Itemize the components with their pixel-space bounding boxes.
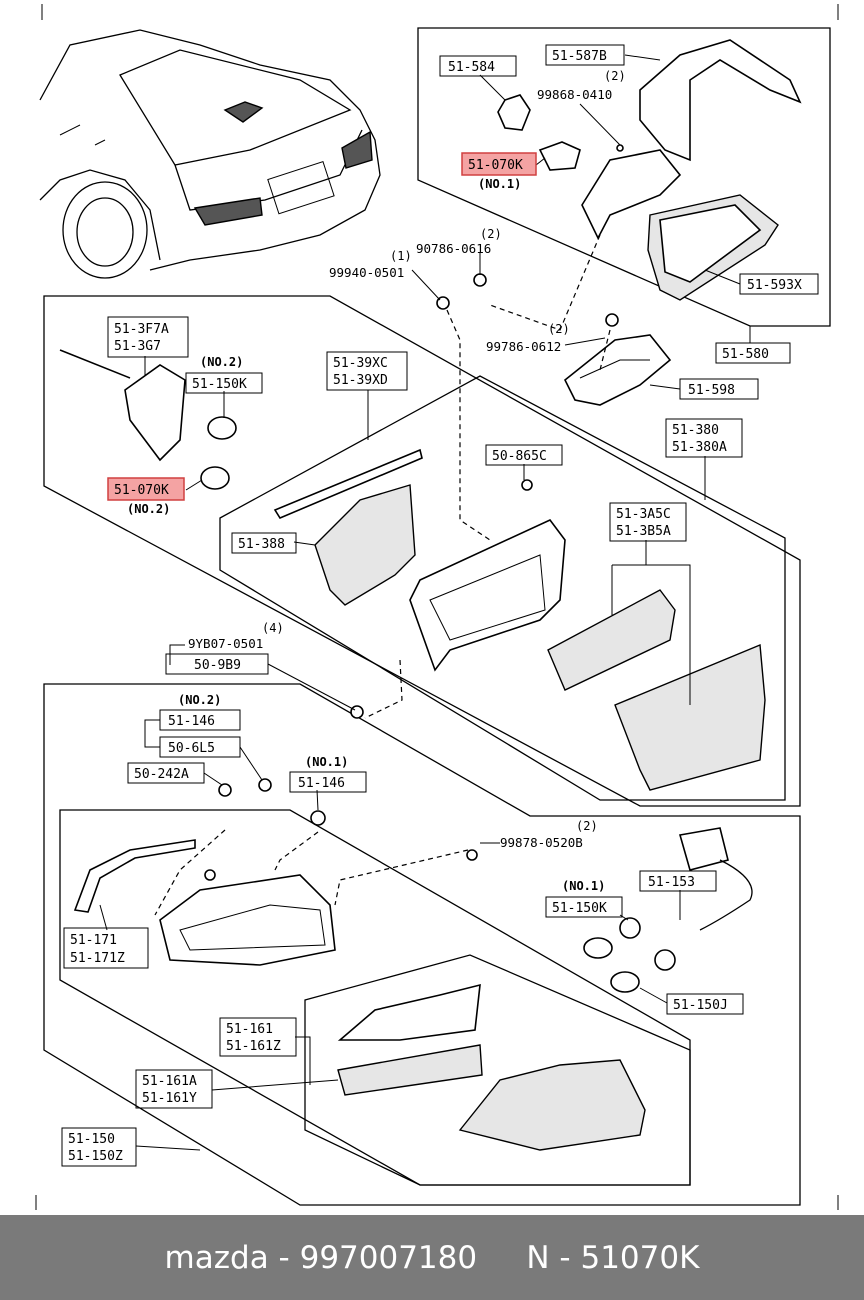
connector-51-153: [678, 827, 729, 871]
bulb-51-070K: [538, 141, 581, 171]
label-51-150K: 51-150K: [192, 377, 247, 392]
label-99786-0612: 99786-0612: [486, 339, 561, 354]
label-50-242A: 50-242A: [134, 767, 189, 782]
label-51-3B5A: 51-3B5A: [616, 524, 671, 539]
qty-label: (2): [604, 69, 626, 83]
bracket-51-598: [563, 334, 672, 406]
label-51-070K-highlighted: 51-070K: [114, 483, 169, 498]
label-99868-0410: 99868-0410: [537, 87, 612, 102]
label-51-150: 51-150: [68, 1132, 115, 1147]
panel-51-3A5C: [547, 589, 676, 691]
label-box-51-584: [439, 55, 517, 77]
label-51-146: 51-146: [168, 714, 215, 729]
socket-51-3F7A: [124, 364, 186, 462]
parts-diagram: 51-584 51-587B (2) 99868-0410 51-070K (N…: [35, 4, 839, 1210]
label-51-3F7A: 51-3F7A: [114, 322, 169, 337]
lens-51-161: [337, 983, 481, 1041]
high-mount-lamp-parts: [436, 39, 802, 406]
label-51-150Z: 51-150Z: [68, 1149, 123, 1164]
crop-marks: [35, 4, 839, 1210]
qty-label: (2): [576, 819, 598, 833]
label-99878-0520B: 99878-0520B: [500, 835, 583, 850]
label-51-39XD: 51-39XD: [333, 373, 388, 388]
footer-separator: -: [278, 1239, 290, 1276]
label-51-171: 51-171: [70, 933, 117, 948]
label-51-161Z: 51-161Z: [226, 1039, 281, 1054]
note-no1: (NO.1): [478, 177, 521, 191]
note-no2: (NO.2): [178, 693, 221, 707]
housing-51-171: [159, 874, 336, 966]
highlight-51-070K-no1: [461, 152, 537, 176]
label-51-070K-highlighted: 51-070K: [468, 158, 523, 173]
label-51-161: 51-161: [226, 1022, 273, 1037]
footer-ref-code: 51070K: [580, 1239, 700, 1276]
panel-lens-inner: [304, 954, 691, 1186]
label-51-593X: 51-593X: [747, 278, 802, 293]
label-50-6L5: 50-6L5: [168, 741, 215, 756]
label-51-150J: 51-150J: [673, 998, 728, 1013]
label-51-146: 51-146: [298, 776, 345, 791]
label-51-161Y: 51-161Y: [142, 1091, 197, 1106]
strip-51-39XC: [273, 448, 423, 520]
cover-51-587B: [639, 39, 802, 162]
note-no1: (NO.1): [562, 879, 605, 893]
panel-inner-lamp: [219, 375, 786, 801]
gasket-51-171: [73, 839, 196, 913]
label-90786-0616: 90786-0616: [416, 241, 491, 256]
label-9YB07-0501: 9YB07-0501: [188, 636, 263, 651]
lamp-body: [409, 519, 566, 672]
label-51-380A: 51-380A: [672, 440, 727, 455]
label-51-380: 51-380: [672, 423, 719, 438]
combination-lamp-parts: [73, 778, 753, 1151]
label-51-150K: 51-150K: [552, 901, 607, 916]
car-illustration: [39, 29, 381, 279]
label-51-587B: 51-587B: [552, 49, 607, 64]
gasket-51-388: [314, 484, 416, 606]
label-99940-0501: 99940-0501: [329, 265, 404, 280]
socket-51-584: [497, 94, 531, 131]
note-no1: (NO.1): [305, 755, 348, 769]
lens-51-380: [614, 643, 766, 791]
label-51-161A: 51-161A: [142, 1074, 197, 1089]
footer-ref-prefix: N -: [526, 1239, 571, 1276]
panel-rear-lamp: [43, 295, 801, 807]
rear-lamp-parts: [59, 349, 766, 791]
footer-brand: mazda: [164, 1239, 269, 1276]
highlight-51-070K-no2: [107, 477, 185, 501]
label-51-39XC: 51-39XC: [333, 356, 388, 371]
label-51-153: 51-153: [648, 875, 695, 890]
label-50-865C: 50-865C: [492, 449, 547, 464]
note-no2: (NO.2): [200, 355, 243, 369]
label-51-584: 51-584: [448, 60, 495, 75]
label-51-3G7: 51-3G7: [114, 339, 161, 354]
footer-part-number: 997007180: [299, 1239, 478, 1276]
panel-high-mount-lamp: [417, 27, 831, 327]
label-51-580: 51-580: [722, 347, 769, 362]
label-51-3A5C: 51-3A5C: [616, 507, 671, 522]
panel-outlines: [43, 27, 831, 1206]
leader-lines: [99, 54, 751, 1151]
panel-combination-lamp: [43, 683, 801, 1206]
label-51-388: 51-388: [238, 537, 285, 552]
lens-51-161A: [337, 1044, 483, 1096]
label-51-171Z: 51-171Z: [70, 951, 125, 966]
qty-label: (4): [262, 621, 284, 635]
qty-label: (2): [548, 322, 570, 336]
housing: [581, 149, 682, 240]
lens-51-150: [458, 1059, 646, 1151]
qty-label: (1): [390, 249, 412, 263]
note-no2: (NO.2): [127, 502, 170, 516]
label-50-9B9: 50-9B9: [194, 658, 241, 673]
qty-label: (2): [480, 227, 502, 241]
part-labels: 51-584 51-587B (2) 99868-0410 51-070K (N…: [61, 44, 819, 1167]
dashed-guides: [154, 234, 611, 916]
screw: [59, 349, 131, 379]
footer-caption: mazda - 997007180 N - 51070K: [0, 1215, 864, 1300]
label-51-598: 51-598: [688, 383, 735, 398]
